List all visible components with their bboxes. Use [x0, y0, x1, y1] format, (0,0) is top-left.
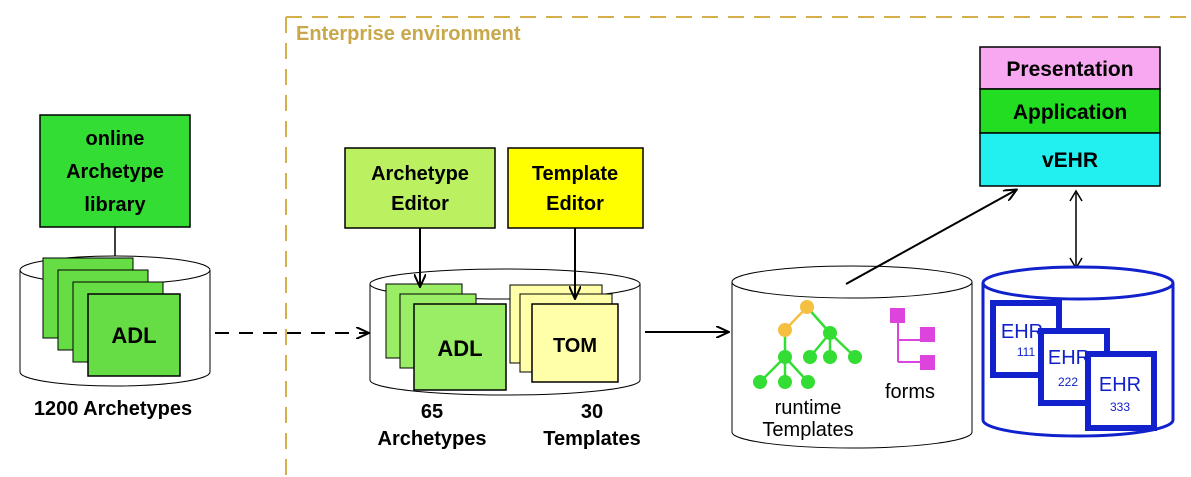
repo-tom-label: TOM — [553, 335, 597, 357]
templates-caption: Templates — [543, 428, 640, 450]
library-line-1: online — [86, 128, 145, 150]
forms-label: forms — [885, 381, 935, 403]
forms-icon — [890, 308, 935, 370]
vehr-label: vEHR — [1042, 149, 1098, 172]
ehr-record-id: 333 — [1110, 400, 1130, 414]
ehr-record-label: EHR — [1001, 321, 1043, 343]
runtime-database: forms runtime Templates — [731, 265, 973, 449]
application-layer — [979, 88, 1161, 134]
online-archetype-library: online Archetype library — [39, 114, 191, 257]
archetypes-caption: Archetypes — [378, 428, 487, 450]
enterprise-label: Enterprise environment — [296, 23, 521, 45]
enterprise-boundary: Enterprise environment — [285, 16, 1191, 477]
application-label: Application — [1013, 101, 1127, 124]
template-editor-line-2: Editor — [546, 193, 604, 215]
archetype-editor: Archetype Editor — [344, 147, 496, 229]
archetype-editor-box — [344, 147, 496, 229]
presentation-layer — [979, 46, 1161, 90]
ehr-record-id: 222 — [1058, 375, 1078, 389]
vehr-layer — [979, 132, 1161, 187]
library-adl-label: ADL — [111, 323, 156, 348]
template-editor-box — [507, 147, 644, 229]
template-editor-line-1: Template — [532, 163, 618, 185]
repo-tom-doc — [531, 303, 619, 383]
application-stack: Presentation Application vEHR — [979, 46, 1161, 187]
library-caption: 1200 Archetypes — [34, 398, 192, 420]
presentation-label: Presentation — [1006, 58, 1133, 81]
enterprise-repository: ADL TOM — [369, 268, 641, 396]
archetypes-count: 65 — [421, 401, 443, 423]
ehr-database: EHR 111 EHR 222 EHR 333 — [981, 265, 1175, 438]
runtime-caption-2: Templates — [762, 419, 853, 441]
runtime-caption-1: runtime — [775, 397, 842, 419]
runtime-tree — [753, 300, 862, 389]
ehr-record-id: 111 — [1017, 345, 1036, 359]
library-box — [39, 114, 191, 228]
templates-count: 30 — [581, 401, 603, 423]
archetype-editor-line-2: Editor — [391, 193, 449, 215]
archetype-editor-line-1: Archetype — [371, 163, 469, 185]
library-line-3: library — [84, 194, 146, 216]
template-editor: Template Editor — [507, 147, 644, 229]
ehr-record-333: EHR 333 — [1085, 351, 1157, 431]
repo-adl-doc — [413, 303, 507, 391]
ehr-record-label: EHR — [1048, 347, 1090, 369]
library-database: ADL — [19, 255, 211, 387]
library-line-2: Archetype — [66, 161, 164, 183]
deploy-arrow — [845, 190, 1016, 285]
repo-adl-label: ADL — [437, 336, 482, 361]
library-adl-doc — [87, 293, 181, 377]
ehr-record-label: EHR — [1099, 374, 1141, 396]
